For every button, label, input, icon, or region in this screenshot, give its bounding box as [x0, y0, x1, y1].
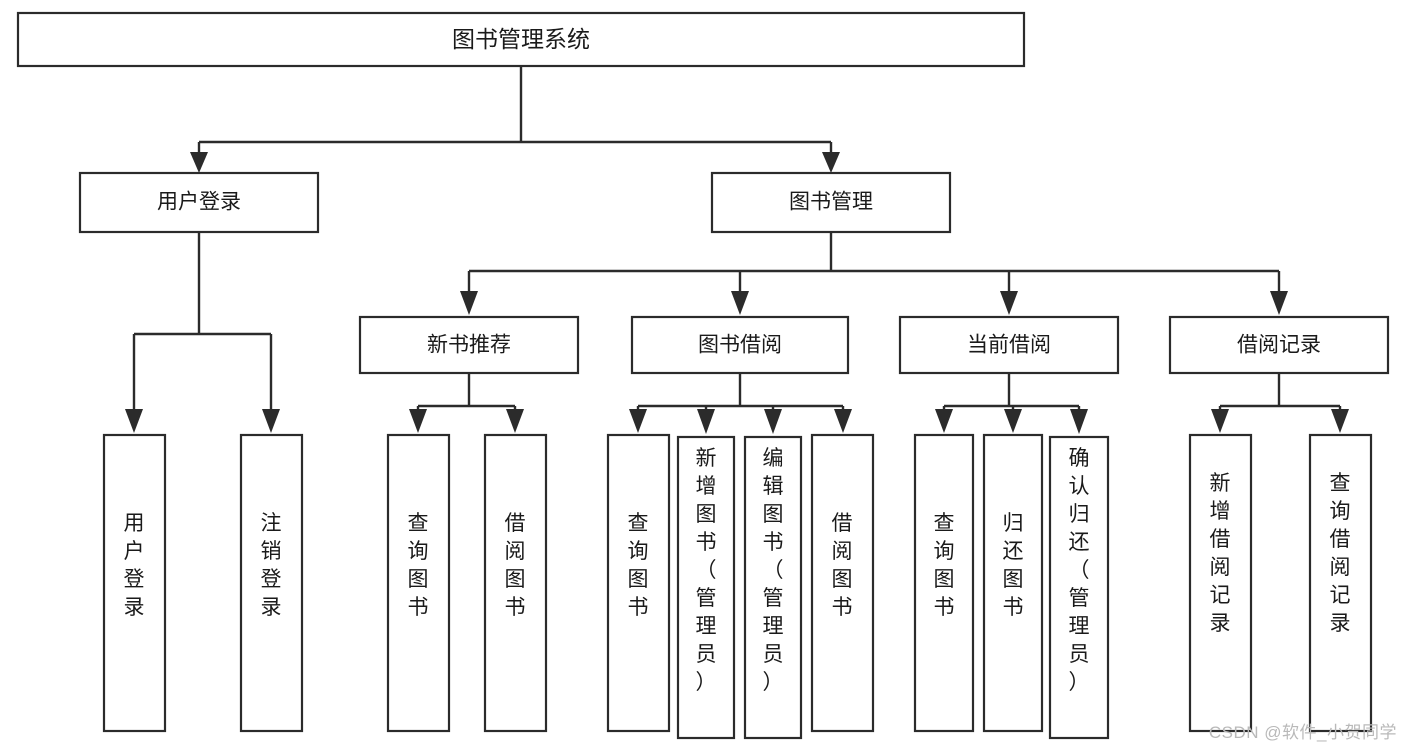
node-leaf-confirm-return-admin[interactable]: 确认归还（管理员） [1048, 435, 1110, 740]
node-leaf-query-borrow-record[interactable]: 查询借阅记录 [1308, 433, 1373, 733]
node-leaf-query-book-newbooks-label: 查询图书 [408, 512, 429, 619]
arrow-to-new-book-recommend [460, 291, 478, 315]
node-leaf-add-borrow-record-label: 新增借阅记录 [1210, 472, 1231, 635]
node-leaf-logout-label: 注销登录 [261, 512, 282, 619]
node-leaf-edit-book-admin-label: 编辑图书（管理员） [763, 447, 784, 694]
node-leaf-query-book-newbooks[interactable]: 查询图书 [386, 433, 451, 733]
node-leaf-edit-book-admin-box[interactable] [743, 435, 803, 740]
node-leaf-query-book-borrow[interactable]: 查询图书 [606, 433, 671, 733]
node-leaf-logout[interactable]: 注销登录 [239, 433, 304, 733]
arrow-current-leaf-3 [1070, 409, 1088, 434]
node-leaf-add-book-admin-box[interactable] [676, 435, 736, 740]
arrow-records-leaf-2 [1331, 409, 1349, 433]
node-current-borrow[interactable]: 当前借阅 [898, 315, 1120, 375]
node-new-book-recommend[interactable]: 新书推荐 [358, 315, 580, 375]
node-leaf-return-book[interactable]: 归还图书 [982, 433, 1044, 733]
arrow-borrow-leaf-1 [629, 409, 647, 433]
node-book-management-label: 图书管理 [789, 191, 873, 214]
node-borrow-records-box[interactable] [1168, 315, 1390, 375]
node-new-book-recommend-box[interactable] [358, 315, 580, 375]
node-leaf-return-book-label: 归还图书 [1003, 512, 1024, 619]
arrow-current-leaf-1 [935, 409, 953, 433]
node-leaf-query-book-newbooks-box[interactable] [386, 433, 451, 733]
node-leaf-query-borrow-record-box[interactable] [1308, 433, 1373, 733]
node-root-system-box[interactable] [16, 11, 1026, 68]
arrow-to-leaf-user-login [125, 409, 143, 433]
node-leaf-borrow-book-newbooks-box[interactable] [483, 433, 548, 733]
arrow-current-leaf-2 [1004, 409, 1022, 433]
node-user-login-label: 用户登录 [157, 191, 241, 214]
node-leaf-query-book-current[interactable]: 查询图书 [913, 433, 975, 733]
node-leaf-logout-box[interactable] [239, 433, 304, 733]
node-new-book-recommend-label: 新书推荐 [427, 334, 511, 357]
arrow-borrow-leaf-2 [697, 409, 715, 434]
node-leaf-borrow-book-borrow[interactable]: 借阅图书 [810, 433, 875, 733]
node-leaf-add-book-admin-label: 新增图书（管理员） [696, 447, 717, 694]
arrow-to-borrow-records [1270, 291, 1288, 315]
node-book-borrow[interactable]: 图书借阅 [630, 315, 850, 375]
node-leaf-borrow-book-newbooks-label: 借阅图书 [505, 512, 526, 619]
node-book-management-box[interactable] [710, 171, 952, 234]
arrow-to-current-borrow [1000, 291, 1018, 315]
node-current-borrow-label: 当前借阅 [967, 334, 1051, 357]
node-leaf-query-book-current-box[interactable] [913, 433, 975, 733]
node-root-system[interactable]: 图书管理系统 [16, 11, 1026, 68]
arrow-newbooks-leaf-1 [409, 409, 427, 433]
arrow-root-to-user-login [190, 152, 208, 173]
node-leaf-borrow-book-newbooks[interactable]: 借阅图书 [483, 433, 548, 733]
node-user-login[interactable]: 用户登录 [78, 171, 320, 234]
node-leaf-user-login-label: 用户登录 [124, 512, 145, 619]
node-leaf-add-book-admin[interactable]: 新增图书（管理员） [676, 435, 736, 740]
node-book-borrow-label: 图书借阅 [698, 334, 782, 357]
arrow-root-to-book-management [822, 152, 840, 173]
node-borrow-records[interactable]: 借阅记录 [1168, 315, 1390, 375]
node-leaf-query-book-borrow-label: 查询图书 [628, 512, 649, 619]
node-leaf-user-login-box[interactable] [102, 433, 167, 733]
node-leaf-borrow-book-borrow-label: 借阅图书 [832, 512, 853, 619]
node-borrow-records-label: 借阅记录 [1237, 334, 1321, 357]
arrow-records-leaf-1 [1211, 409, 1229, 433]
node-leaf-query-book-borrow-box[interactable] [606, 433, 671, 733]
node-leaf-confirm-return-admin-label: 确认归还（管理员） [1069, 447, 1090, 694]
arrow-to-leaf-logout [262, 409, 280, 433]
arrow-to-book-borrow [731, 291, 749, 315]
node-leaf-query-book-current-label: 查询图书 [934, 512, 955, 619]
node-user-login-box[interactable] [78, 171, 320, 234]
node-leaf-user-login[interactable]: 用户登录 [102, 433, 167, 733]
node-root-system-label: 图书管理系统 [452, 26, 590, 52]
node-current-borrow-box[interactable] [898, 315, 1120, 375]
node-book-borrow-box[interactable] [630, 315, 850, 375]
node-leaf-query-borrow-record-label: 查询借阅记录 [1330, 472, 1351, 635]
node-leaf-add-borrow-record-box[interactable] [1188, 433, 1253, 733]
node-leaf-add-borrow-record[interactable]: 新增借阅记录 [1188, 433, 1253, 733]
node-leaf-confirm-return-admin-box[interactable] [1048, 435, 1110, 740]
connector-group [125, 66, 1349, 434]
node-leaf-borrow-book-borrow-box[interactable] [810, 433, 875, 733]
node-book-management[interactable]: 图书管理 [710, 171, 952, 234]
arrow-borrow-leaf-4 [834, 409, 852, 433]
arrow-newbooks-leaf-2 [506, 409, 524, 433]
arrow-borrow-leaf-3 [764, 409, 782, 434]
node-leaf-edit-book-admin[interactable]: 编辑图书（管理员） [743, 435, 803, 740]
node-leaf-return-book-box[interactable] [982, 433, 1044, 733]
